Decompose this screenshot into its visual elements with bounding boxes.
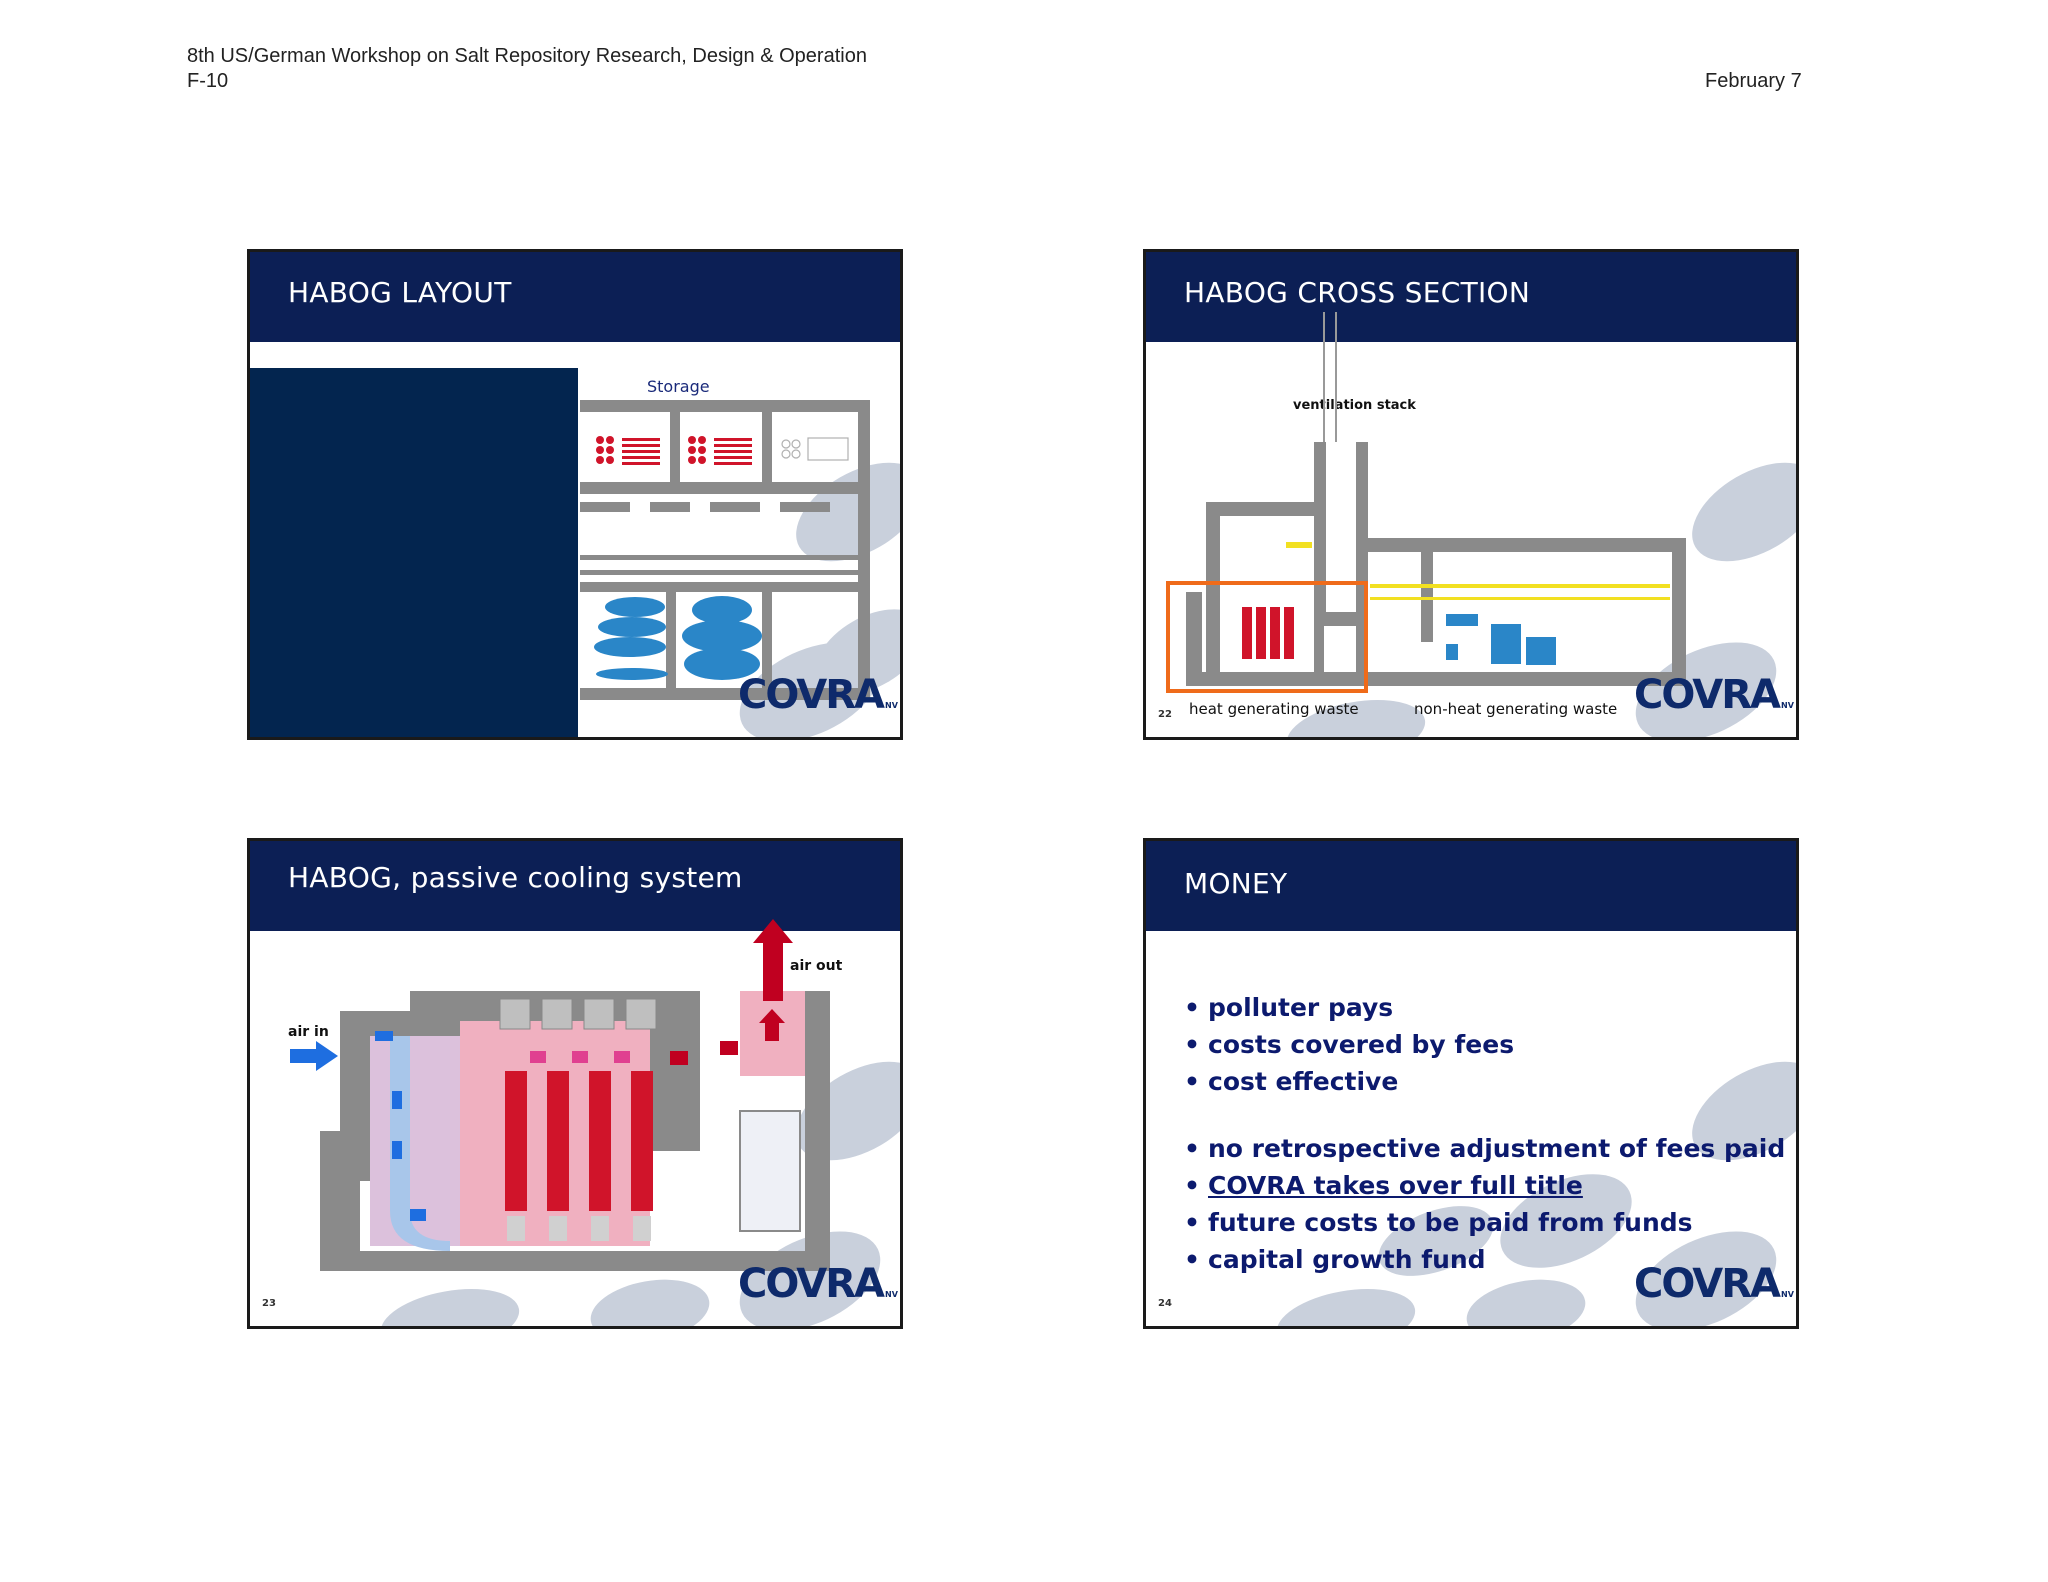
- slide-title-bar: [250, 252, 900, 342]
- bullet-item: no retrospective adjustment of fees paid: [1184, 1130, 1785, 1167]
- layout-image-placeholder: [250, 368, 578, 737]
- money-bullet-list: polluter pays costs covered by fees cost…: [1184, 989, 1785, 1278]
- heat-generating-waste-label: heat generating waste: [1189, 700, 1359, 718]
- workshop-title: 8th US/German Workshop on Salt Repositor…: [187, 45, 867, 67]
- slide-title: HABOG CROSS SECTION: [1184, 276, 1531, 309]
- page-code: F-10: [187, 70, 229, 92]
- slide-habog-cross-section: HABOG CROSS SECTION ventilation stack: [1143, 249, 1799, 740]
- bullet-item-link[interactable]: COVRA takes over full title: [1184, 1167, 1785, 1204]
- non-heat-generating-waste-label: non-heat generating waste: [1414, 700, 1618, 718]
- slide-title: HABOG, passive cooling system: [288, 861, 743, 894]
- cross-section-diagram: [1166, 312, 1686, 693]
- slide-passive-cooling: HABOG, passive cooling system: [247, 838, 903, 1329]
- bullet-item: cost effective: [1184, 1063, 1785, 1100]
- bullet-item: capital growth fund: [1184, 1241, 1785, 1278]
- slide-title: MONEY: [1184, 867, 1288, 900]
- slide-title: HABOG LAYOUT: [288, 276, 512, 309]
- slide-title-bar: [1146, 841, 1796, 931]
- slide-habog-layout: HABOG LAYOUT Storage: [247, 249, 903, 740]
- bullet-item: costs covered by fees: [1184, 1026, 1785, 1063]
- page-number: 24: [1158, 1298, 1172, 1309]
- bullet-item: future costs to be paid from funds: [1184, 1204, 1785, 1241]
- cooling-system-diagram: [290, 919, 830, 1271]
- air-in-label: air in: [288, 1024, 329, 1040]
- page-number: 22: [1158, 709, 1172, 720]
- storage-label: Storage: [647, 377, 710, 396]
- storage-layout-diagram: [580, 400, 870, 700]
- covra-title-link[interactable]: COVRA takes over full title: [1208, 1171, 1583, 1200]
- slide-background-pattern: [1286, 462, 1796, 737]
- slide-money: MONEY polluter pays costs covered by fee…: [1143, 838, 1799, 1329]
- header-date: February 7: [1705, 70, 1802, 92]
- page-number: 23: [262, 1298, 276, 1309]
- slide-title-bar: [1146, 252, 1796, 342]
- air-out-label: air out: [790, 958, 843, 974]
- slide-title-bar: [250, 841, 900, 931]
- bullet-item: polluter pays: [1184, 989, 1785, 1026]
